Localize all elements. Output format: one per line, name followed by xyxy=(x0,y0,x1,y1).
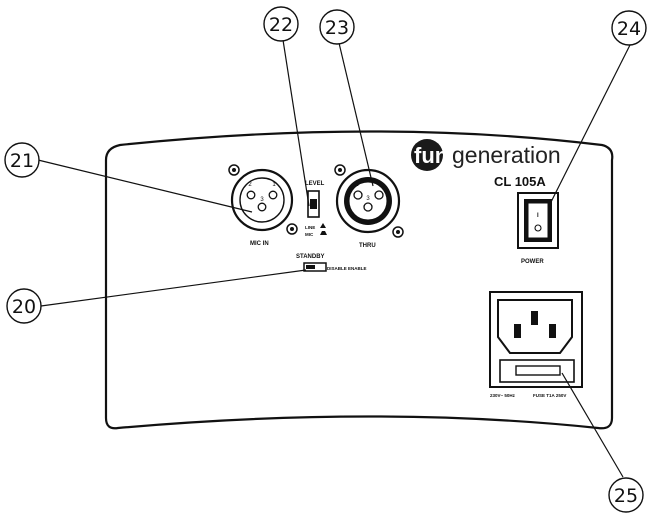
thru-pin-1 xyxy=(353,190,363,200)
leader-line-20 xyxy=(40,269,307,307)
power-off-symbol xyxy=(534,224,542,232)
brand-suffix: generation xyxy=(452,142,561,168)
brand-logo-circle xyxy=(411,139,443,171)
power-switch-rocker xyxy=(527,202,549,239)
line-label: LINE xyxy=(305,225,315,230)
power-label: POWER xyxy=(521,259,544,265)
thru-pin-2 xyxy=(374,190,384,200)
fuse-drawer xyxy=(515,365,561,376)
callout-24-number: 24 xyxy=(617,18,641,40)
brand-logo: fun generation CL 105A xyxy=(411,139,561,189)
callout-21-number: 21 xyxy=(10,150,34,172)
power-on-symbol: I xyxy=(537,213,539,219)
leader-line-21 xyxy=(37,159,253,213)
mic-in-pin-label-2: 2 xyxy=(248,182,252,188)
callout-23: 23 xyxy=(319,9,355,45)
mic-level-symbol xyxy=(320,231,327,235)
leader-line-25 xyxy=(561,372,624,478)
level-label: LEVEL xyxy=(305,181,325,187)
mic-in-pin-label-1: 1 xyxy=(272,182,276,188)
standby-switch: STANDBY DISABLE ENABLE xyxy=(296,254,367,272)
callout-20-number: 20 xyxy=(12,296,36,318)
iec-pin-neutral xyxy=(549,324,556,338)
leader-line-23 xyxy=(338,42,374,187)
callout-21: 21 xyxy=(4,142,40,178)
thru-pin-label-1: 1 xyxy=(355,182,359,188)
thru-pin-label-3: 3 xyxy=(366,196,370,202)
callout-22-number: 22 xyxy=(269,14,293,36)
mic-in-connector: 2 3 1 MIC IN xyxy=(228,164,298,247)
mic-in-pin-2 xyxy=(246,190,256,200)
level-switch: LEVEL LINE MIC xyxy=(305,181,327,237)
leader-line-24 xyxy=(548,44,631,207)
line-level-symbol xyxy=(320,223,326,228)
brand-prefix: fun xyxy=(414,143,448,168)
mic-in-pin-3 xyxy=(257,202,267,212)
power-switch: I POWER xyxy=(517,192,559,265)
mic-in-pin-label-3: 3 xyxy=(260,197,264,203)
thru-connector: 1 3 2 THRU xyxy=(334,164,404,249)
iec-pin-live xyxy=(514,324,521,338)
iec-inlet-module: 230V~ 50Hz FUSE T1A 250V xyxy=(489,291,583,398)
thru-pin-label-2: 2 xyxy=(378,182,382,188)
standby-options: DISABLE ENABLE xyxy=(327,266,367,271)
iec-socket xyxy=(497,299,573,354)
iec-pin-earth xyxy=(531,311,538,325)
callout-23-number: 23 xyxy=(325,17,349,39)
mic-in-pin-1 xyxy=(268,190,278,200)
model-name: CL 105A xyxy=(494,174,546,189)
callout-25: 25 xyxy=(608,477,644,513)
thru-pin-3 xyxy=(363,202,373,212)
callout-25-number: 25 xyxy=(614,485,638,507)
callout-22: 22 xyxy=(263,6,299,42)
mains-rating: 230V~ 50Hz xyxy=(490,393,516,398)
fuse-rating: FUSE T1A 250V xyxy=(533,393,566,398)
standby-label: STANDBY xyxy=(296,254,325,260)
mic-label: MIC xyxy=(305,232,314,237)
callout-20: 20 xyxy=(6,288,42,324)
mic-in-label: MIC IN xyxy=(250,241,269,247)
thru-label: THRU xyxy=(359,243,376,249)
leader-line-22 xyxy=(282,39,310,207)
callout-24: 24 xyxy=(611,10,647,46)
